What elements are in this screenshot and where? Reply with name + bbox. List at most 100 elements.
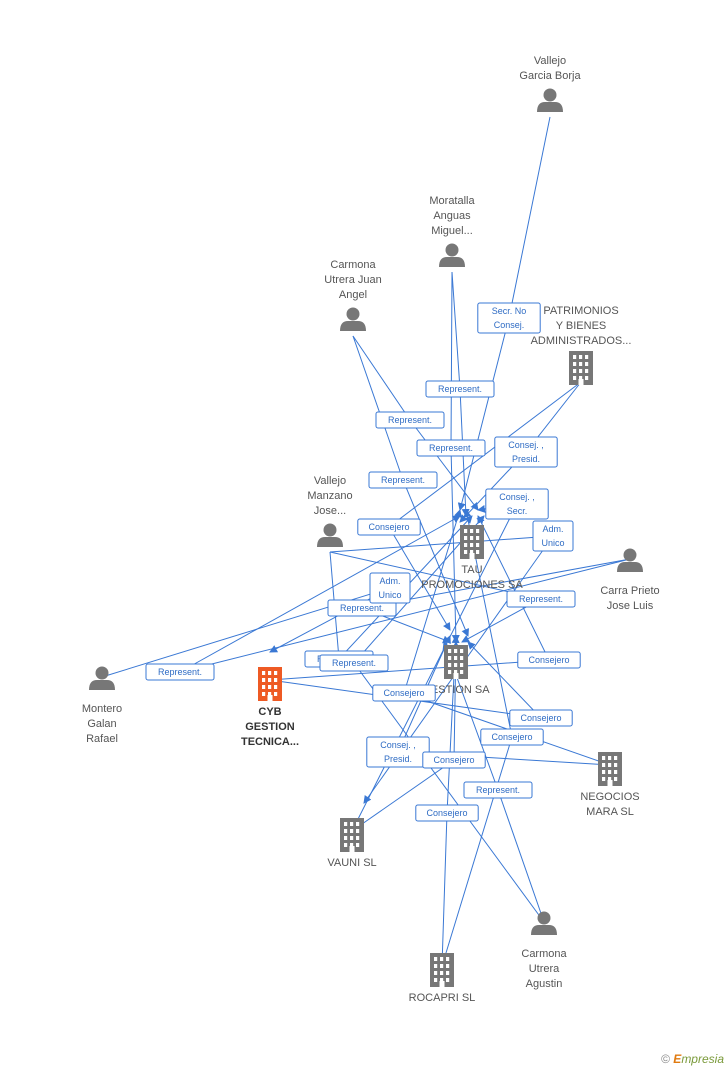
- edge-label: Consejero: [422, 751, 486, 769]
- brand-rest: mpresia: [681, 1052, 724, 1066]
- edge-label-text: Secr. No: [492, 306, 527, 316]
- edge-label-box: [506, 590, 576, 608]
- node-label: Manzano: [307, 490, 352, 502]
- edge-label-box: [319, 654, 389, 672]
- node-label: Vallejo: [314, 475, 346, 487]
- node-vauni[interactable]: VAUNI SL: [327, 818, 377, 869]
- edge-label-box: [485, 488, 549, 520]
- edge-label-text: Represent.: [476, 785, 520, 795]
- node-label: Garcia Borja: [519, 70, 581, 82]
- node-label: Agustin: [526, 978, 563, 990]
- edge-label: Consejero: [509, 709, 573, 727]
- edge-label-box: [463, 781, 533, 799]
- edge-label-box: [517, 651, 581, 669]
- node-label: CYB: [258, 706, 281, 718]
- node-cyb[interactable]: CYBGESTIONTECNICA...: [241, 667, 299, 748]
- building-icon: [569, 351, 593, 385]
- edge-line: [403, 509, 611, 766]
- edge-label-box: [357, 518, 421, 536]
- edge-label-box: [375, 411, 445, 429]
- edge-label: Represent.: [425, 380, 495, 398]
- edge-label: Adm.Unico: [369, 572, 411, 604]
- edge-label-text: Consejero: [383, 688, 424, 698]
- building-icon: [460, 525, 484, 559]
- edge-label-text: Consejero: [433, 755, 474, 765]
- node-label: PATRIMONIOS: [543, 305, 618, 317]
- edge-label: Secr. No Consej.: [477, 302, 541, 334]
- edge-label-box: [145, 663, 215, 681]
- edge-label-text: Presid.: [512, 454, 540, 464]
- edge-label-text: Represent.: [438, 384, 482, 394]
- node-vallejo-manzano[interactable]: VallejoManzanoJose...: [307, 475, 353, 547]
- node-label: Carmona: [521, 948, 567, 960]
- building-icon: [444, 645, 468, 679]
- node-label: Utrera Juan: [324, 274, 381, 286]
- edge-label: Consej. , Presid.: [494, 436, 558, 468]
- person-icon: [531, 911, 557, 935]
- edge-label-text: Represent.: [388, 415, 432, 425]
- person-icon: [89, 666, 115, 690]
- node-label: Jose...: [314, 505, 346, 517]
- edge-label-box: [532, 520, 574, 552]
- edge-label-text: Adm.: [379, 576, 400, 586]
- edge-label-text: Consejero: [520, 713, 561, 723]
- person-icon: [340, 307, 366, 331]
- edge-label-text: Represent.: [158, 667, 202, 677]
- edge-label: Adm.Unico: [532, 520, 574, 552]
- node-label: Jose Luis: [607, 600, 654, 612]
- person-icon: [317, 523, 343, 547]
- edge-label: Represent.: [463, 781, 533, 799]
- edge-label-text: Consej. ,: [508, 440, 544, 450]
- edge-label-box: [372, 684, 436, 702]
- node-label: Carra Prieto: [600, 585, 659, 597]
- node-label: TECNICA...: [241, 736, 299, 748]
- node-label: Rafael: [86, 733, 118, 745]
- edge-label-text: Consejero: [528, 655, 569, 665]
- edge-label-text: Consej.: [494, 320, 525, 330]
- edge-label: Consej. ,Secr.: [485, 488, 549, 520]
- edge-label-text: Unico: [541, 538, 564, 548]
- edge-label-box: [477, 302, 541, 334]
- node-label: Angel: [339, 289, 367, 301]
- edge-label: Consejero: [372, 684, 436, 702]
- edge-label-text: Represent.: [340, 603, 384, 613]
- node-label: Vallejo: [534, 55, 566, 67]
- edge-label-box: [422, 751, 486, 769]
- edge-label: Represent.: [416, 439, 486, 457]
- node-moratalla[interactable]: MoratallaAnguasMiguel...: [429, 195, 475, 267]
- edge-label-box: [327, 599, 397, 617]
- node-label: ADMINISTRADOS...: [531, 335, 632, 347]
- edge-label-box: [425, 380, 495, 398]
- edge-label-text: Consejero: [426, 808, 467, 818]
- edge-label: Represent.: [145, 663, 215, 681]
- node-rocapri[interactable]: ROCAPRI SL: [409, 953, 476, 1004]
- edge-label-box: [494, 436, 558, 468]
- brand-initial: E: [673, 1052, 682, 1066]
- node-label: Utrera: [529, 963, 560, 975]
- edge-label-text: Represent.: [381, 475, 425, 485]
- node-label: GESTION SA: [422, 684, 490, 696]
- edge-label-box: [509, 709, 573, 727]
- edge-label-box: [415, 804, 479, 822]
- node-label: NEGOCIOS: [580, 791, 639, 803]
- node-gestion[interactable]: GESTION SA: [422, 645, 490, 696]
- building-icon: [258, 667, 282, 701]
- edge-label: Represent.: [327, 599, 397, 617]
- building-icon: [598, 752, 622, 786]
- edge-labels-layer: Secr. No Consej. Represent. Represent. Repre…: [145, 302, 581, 822]
- node-label: Moratalla: [429, 195, 475, 207]
- edge-label: Consejero: [415, 804, 479, 822]
- node-label: ROCAPRI SL: [409, 992, 476, 1004]
- node-label: Miguel...: [431, 225, 473, 237]
- edge-label-text: Presid.: [384, 754, 412, 764]
